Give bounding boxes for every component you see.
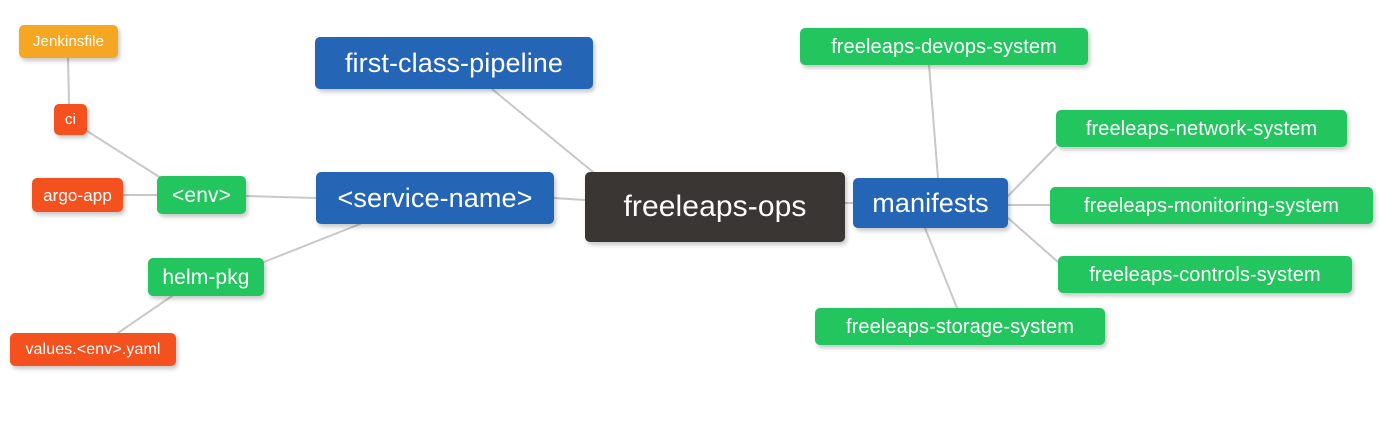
node-freeleaps-monitoring-system[interactable]: freeleaps-monitoring-system (1050, 187, 1373, 224)
node-label-argo-app: argo-app (43, 185, 112, 205)
edge-manifests-to-freeleaps-storage-system (924, 227, 958, 309)
node-label-values-env-yaml: values.<env>.yaml (25, 340, 161, 358)
edge-manifests-to-freeleaps-network-system (1007, 146, 1057, 197)
node-label-freeleaps-ops: freeleaps-ops (623, 190, 807, 223)
node-freeleaps-network-system[interactable]: freeleaps-network-system (1056, 110, 1347, 147)
edge-service-name-to-helm-pkg (263, 223, 361, 263)
node-label-freeleaps-network-system: freeleaps-network-system (1085, 117, 1318, 140)
edge-service-name-to-env (245, 195, 317, 199)
node-label-freeleaps-controls-system: freeleaps-controls-system (1089, 263, 1321, 286)
edge-helm-pkg-to-values-env-yaml (117, 295, 173, 334)
node-ci[interactable]: ci (54, 104, 87, 135)
edge-ci-to-jenkinsfile (67, 57, 70, 105)
edge-manifests-to-freeleaps-controls-system (1007, 217, 1059, 263)
node-freeleaps-controls-system[interactable]: freeleaps-controls-system (1058, 256, 1352, 293)
edge-freeleaps-ops-to-first-class-pipeline (491, 88, 594, 173)
node-label-service-name: <service-name> (337, 182, 533, 213)
node-label-manifests: manifests (872, 187, 989, 218)
node-service-name[interactable]: <service-name> (316, 172, 554, 224)
node-manifests[interactable]: manifests (853, 178, 1008, 228)
node-freeleaps-ops[interactable]: freeleaps-ops (585, 172, 845, 242)
node-label-helm-pkg: helm-pkg (162, 265, 250, 289)
node-first-class-pipeline[interactable]: first-class-pipeline (315, 37, 593, 89)
node-argo-app[interactable]: argo-app (32, 178, 123, 212)
node-freeleaps-storage-system[interactable]: freeleaps-storage-system (815, 308, 1105, 345)
node-label-freeleaps-storage-system: freeleaps-storage-system (845, 315, 1075, 338)
node-label-ci: ci (64, 111, 77, 128)
node-label-jenkinsfile: Jenkinsfile (32, 33, 105, 50)
node-label-freeleaps-devops-system: freeleaps-devops-system (831, 35, 1057, 58)
edge-manifests-to-freeleaps-devops-system (928, 64, 939, 179)
node-freeleaps-devops-system[interactable]: freeleaps-devops-system (800, 28, 1088, 65)
node-env[interactable]: <env> (157, 176, 246, 214)
node-label-env: <env> (172, 183, 231, 207)
node-jenkinsfile[interactable]: Jenkinsfile (19, 25, 118, 58)
node-label-freeleaps-monitoring-system: freeleaps-monitoring-system (1083, 194, 1339, 217)
edge-freeleaps-ops-to-service-name (553, 197, 586, 201)
edge-env-to-ci (86, 130, 162, 179)
node-label-first-class-pipeline: first-class-pipeline (344, 47, 564, 78)
node-values-env-yaml[interactable]: values.<env>.yaml (10, 333, 176, 366)
node-helm-pkg[interactable]: helm-pkg (148, 258, 264, 296)
